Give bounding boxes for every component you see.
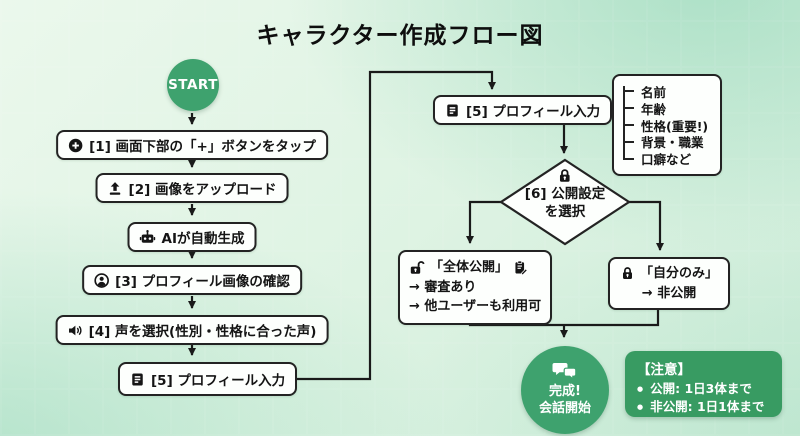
step-label: [5] プロフィール入力 <box>151 373 286 389</box>
step-4-select-voice: [4] 声を選択(性別・性格に合った声) <box>55 315 329 345</box>
person-icon <box>94 272 109 288</box>
plus-circle-icon <box>68 138 83 153</box>
decision-diamond <box>498 158 632 246</box>
profile-field-item: 年齢 <box>622 99 710 117</box>
robot-icon <box>139 229 156 245</box>
tree-branch <box>622 150 637 167</box>
step-2-upload-image: [2] 画像をアップロード <box>95 173 289 203</box>
profile-field-item: 背景・職業 <box>622 133 710 150</box>
profile-field-item: 口癖など <box>622 150 710 167</box>
decision-label-line1: [6] 公開設定 <box>524 186 606 202</box>
branch-public-note: → 審査あり <box>409 279 477 295</box>
tree-branch <box>622 83 637 100</box>
profile-field-item: 性格(重要!) <box>622 116 710 134</box>
form-icon <box>445 103 460 118</box>
chat-icon <box>552 362 578 382</box>
tree-branch <box>622 133 637 150</box>
tree-branch <box>622 116 637 134</box>
step-1-tap-plus-button: [1] 画面下部の「+」ボタンをタップ <box>56 130 328 160</box>
step-label: AIが自動生成 <box>161 231 245 247</box>
profile-field-label: 名前 <box>641 84 667 100</box>
step-label: [3] プロフィール画像の確認 <box>115 274 290 290</box>
step-5-profile-input: [5] プロフィール入力 <box>118 362 298 396</box>
notice-item: 非公開: 1日1体まで <box>637 398 770 416</box>
unlock-icon <box>409 260 425 276</box>
profile-field-label: 年齢 <box>641 101 667 117</box>
notice-title: 【注意】 <box>637 362 691 378</box>
speaker-icon <box>68 323 83 338</box>
branch-public-note: → 他ユーザーも利用可 <box>409 299 542 314</box>
step-label: [4] 声を選択(性別・性格に合った声) <box>88 324 317 340</box>
profile-input-node: [5] プロフィール入力 <box>433 95 613 125</box>
profile-fields-box: 名前 年齢 性格(重要!) 背景・職業 口癖など <box>612 74 722 176</box>
profile-field-label: 性格(重要!) <box>641 118 709 134</box>
start-node: START <box>167 59 219 111</box>
form-icon <box>130 372 145 387</box>
clipboard-edit-icon <box>513 260 528 276</box>
start-label: START <box>168 77 218 93</box>
branch-private-note: → 非公開 <box>641 285 697 301</box>
profile-input-label: [5] プロフィール入力 <box>466 104 601 120</box>
step-label: [2] 画像をアップロード <box>128 182 277 198</box>
page-title: キャラクター作成フロー図 <box>256 23 544 49</box>
end-label-line2: 会話開始 <box>538 401 591 416</box>
decision-publish-setting: [6] 公開設定 を選択 <box>525 168 605 221</box>
end-label-line1: 完成! <box>549 384 581 400</box>
profile-field-label: 背景・職業 <box>641 135 704 151</box>
step-label: [1] 画面下部の「+」ボタンをタップ <box>89 139 316 155</box>
upload-icon <box>108 181 123 196</box>
branch-public-box: 「全体公開」 → 審査あり → 他ユーザーも利用可 <box>398 250 553 325</box>
lock-icon <box>620 266 635 281</box>
end-node: 完成! 会話開始 <box>521 346 609 434</box>
notice-item: 公開: 1日3体まで <box>637 380 770 398</box>
branch-private-title: 「自分のみ」 <box>640 266 719 281</box>
branch-public-title: 「全体公開」 <box>430 260 509 275</box>
branch-private-box: 「自分のみ」 → 非公開 <box>608 257 731 310</box>
profile-field-label: 口癖など <box>641 152 692 168</box>
tree-branch <box>622 99 637 117</box>
notice-list: 公開: 1日3体まで 非公開: 1日1体まで <box>637 380 770 416</box>
decision-label-line2: を選択 <box>544 204 586 221</box>
step-3-confirm-profile-image: [3] プロフィール画像の確認 <box>82 265 302 295</box>
notice-box: 【注意】 公開: 1日3体まで 非公開: 1日1体まで <box>625 351 782 417</box>
step-ai-auto-generate: AIが自動生成 <box>127 222 257 252</box>
lock-icon <box>557 168 573 184</box>
profile-field-item: 名前 <box>622 83 710 100</box>
